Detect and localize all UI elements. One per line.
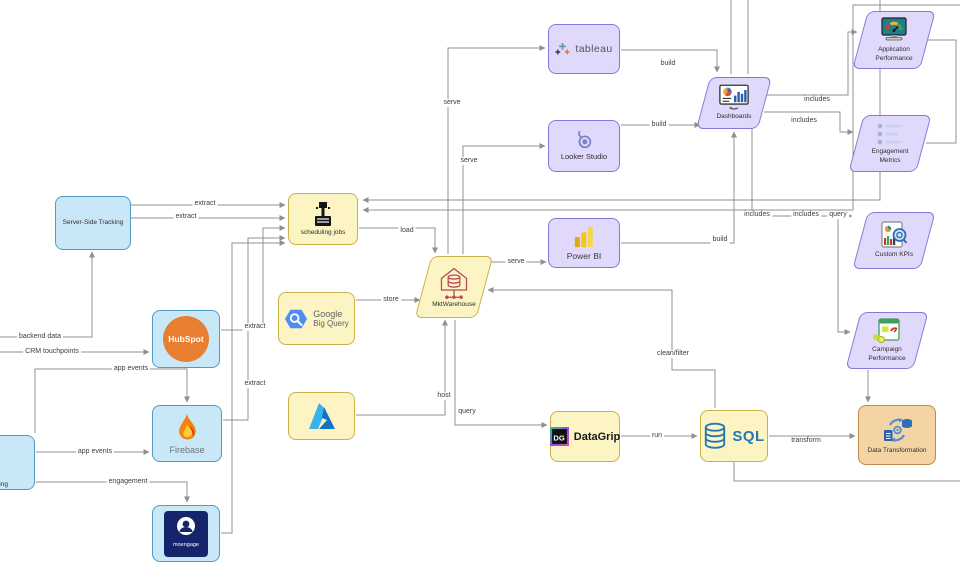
connector-includes-engagement bbox=[764, 111, 854, 135]
node-label: DataGrip bbox=[573, 430, 621, 443]
sql-database-icon bbox=[703, 422, 727, 450]
node-label: Server-Side Tracking bbox=[62, 218, 124, 226]
node-label: SQL bbox=[732, 427, 765, 445]
node-tableau[interactable]: tableau bbox=[548, 24, 620, 74]
node-data-transformation[interactable]: Data Transformation bbox=[858, 405, 936, 465]
tableau-icon bbox=[555, 42, 570, 57]
node-label: Power BI bbox=[566, 251, 602, 261]
node-label: Engagement Metrics bbox=[871, 148, 909, 164]
engagement-metrics-icon bbox=[875, 122, 905, 146]
connector-extract-hubspot bbox=[221, 225, 286, 331]
bigquery-icon bbox=[284, 307, 308, 331]
node-custom-kpis[interactable]: Custom KPIs bbox=[860, 212, 928, 269]
node-warehouse[interactable]: MktWarehouse bbox=[423, 256, 485, 318]
svg-text:DG: DG bbox=[553, 433, 564, 442]
node-label: tableau bbox=[575, 43, 613, 55]
node-label: moengage bbox=[173, 541, 199, 548]
node-looker-studio[interactable]: Looker Studio bbox=[548, 120, 620, 172]
connector-build-powerbi bbox=[621, 131, 737, 244]
connector-app-events-firebase-top bbox=[34, 368, 190, 433]
warehouse-icon bbox=[437, 265, 471, 299]
node-label: MktWarehouse bbox=[432, 300, 476, 308]
firebase-icon bbox=[175, 413, 199, 443]
node-label: Firebase bbox=[169, 444, 205, 455]
node-bigquery[interactable]: Google Big Query bbox=[278, 292, 355, 345]
connector-build-tableau bbox=[621, 49, 720, 73]
connector-serve-looker bbox=[462, 143, 546, 254]
connector-sql-out bbox=[733, 462, 960, 482]
node-label: Application Performance bbox=[875, 46, 913, 62]
node-label: e Tracking bbox=[0, 480, 8, 488]
azure-icon bbox=[305, 401, 339, 431]
connector-extract-moengage bbox=[221, 240, 286, 534]
connector-right-loop bbox=[926, 39, 957, 144]
connector-feedback-1 bbox=[362, 0, 881, 203]
powerbi-icon bbox=[572, 225, 596, 249]
connector-serve-tableau bbox=[447, 45, 546, 254]
connector-feedback-2 bbox=[362, 4, 960, 213]
node-label: scheduling jobs bbox=[300, 228, 346, 236]
node-label: Custom KPIs bbox=[875, 251, 913, 259]
node-scheduling-jobs[interactable]: scheduling jobs bbox=[288, 193, 358, 245]
node-firebase[interactable]: Firebase bbox=[152, 405, 222, 462]
node-label-line2: Big Query bbox=[313, 319, 349, 329]
node-label-line1: Google bbox=[313, 308, 343, 319]
node-hubspot[interactable]: HubSpot bbox=[152, 310, 220, 368]
hubspot-icon: HubSpot bbox=[163, 316, 209, 362]
datagrip-icon: DG bbox=[549, 427, 569, 446]
looker-studio-icon bbox=[574, 130, 594, 150]
connector-engagement-moengage bbox=[36, 481, 190, 503]
dashboards-icon bbox=[718, 84, 750, 111]
node-datagrip[interactable]: DG DataGrip bbox=[549, 411, 621, 462]
node-campaign-performance[interactable]: Campaign Performance bbox=[853, 312, 921, 369]
node-powerbi[interactable]: Power BI bbox=[548, 218, 620, 268]
node-application-performance[interactable]: Application Performance bbox=[860, 11, 928, 69]
scheduling-jobs-icon bbox=[309, 201, 337, 227]
node-label: Looker Studio bbox=[560, 152, 608, 162]
application-performance-icon bbox=[879, 17, 909, 44]
node-server-side-tracking[interactable]: Server-Side Tracking bbox=[55, 196, 131, 250]
moengage-icon: moengage bbox=[164, 510, 208, 557]
node-label: Dashboards bbox=[716, 113, 752, 121]
node-dashboards[interactable]: Dashboards bbox=[703, 77, 765, 129]
connector-query bbox=[454, 320, 548, 428]
connector-host bbox=[356, 319, 448, 416]
connector-includes-campaign bbox=[837, 216, 851, 335]
node-label: Campaign Performance bbox=[868, 346, 906, 362]
node-sql[interactable]: SQL bbox=[700, 410, 768, 462]
data-transformation-icon bbox=[880, 415, 914, 445]
connector-load bbox=[359, 227, 438, 254]
campaign-performance-icon bbox=[873, 318, 901, 344]
connector-clean-filter bbox=[487, 287, 716, 408]
node-azure[interactable] bbox=[288, 392, 355, 440]
custom-kpis-icon bbox=[880, 221, 908, 249]
node-engagement-metrics[interactable]: Engagement Metrics bbox=[856, 115, 924, 172]
connector-includes-app-perf bbox=[765, 29, 858, 96]
node-moengage[interactable]: moengage bbox=[152, 505, 220, 562]
connector-backend-data bbox=[0, 251, 95, 338]
connector-includes-custom-kpis bbox=[751, 128, 853, 219]
node-label: Data Transformation bbox=[867, 446, 927, 454]
node-client-tracking-partial[interactable]: e Tracking bbox=[0, 435, 35, 490]
